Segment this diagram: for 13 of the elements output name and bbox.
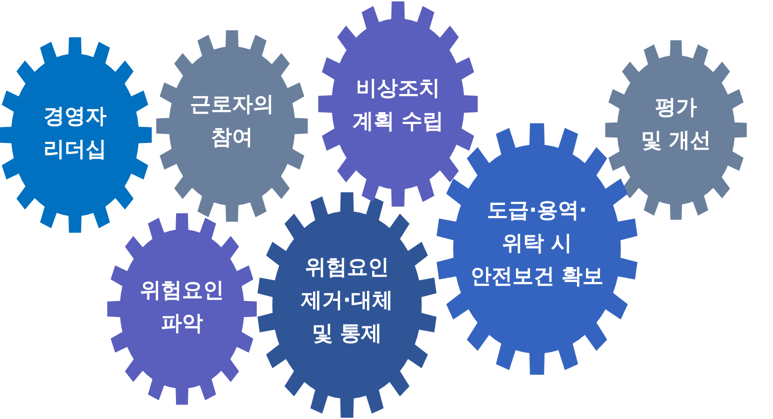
- gear-label: 도급·용역· 위탁 시 안전보건 확보: [470, 196, 604, 290]
- gear: [605, 40, 747, 220]
- gear-label: 비상조치 계획 수립: [352, 75, 444, 135]
- gear: [257, 192, 437, 418]
- gear: [0, 37, 152, 233]
- gear: [318, 1, 478, 207]
- gear-label: 위험요인 제거·대체 및 통제: [301, 254, 393, 346]
- gear-label: 평가 및 개선: [640, 94, 712, 154]
- gear: [156, 30, 308, 222]
- gear: [107, 213, 257, 405]
- gear-label: 근로자의 참여: [190, 91, 274, 151]
- gear-label: 경영자 리더십: [44, 103, 106, 163]
- gear-label: 위험요인 파악: [140, 277, 224, 337]
